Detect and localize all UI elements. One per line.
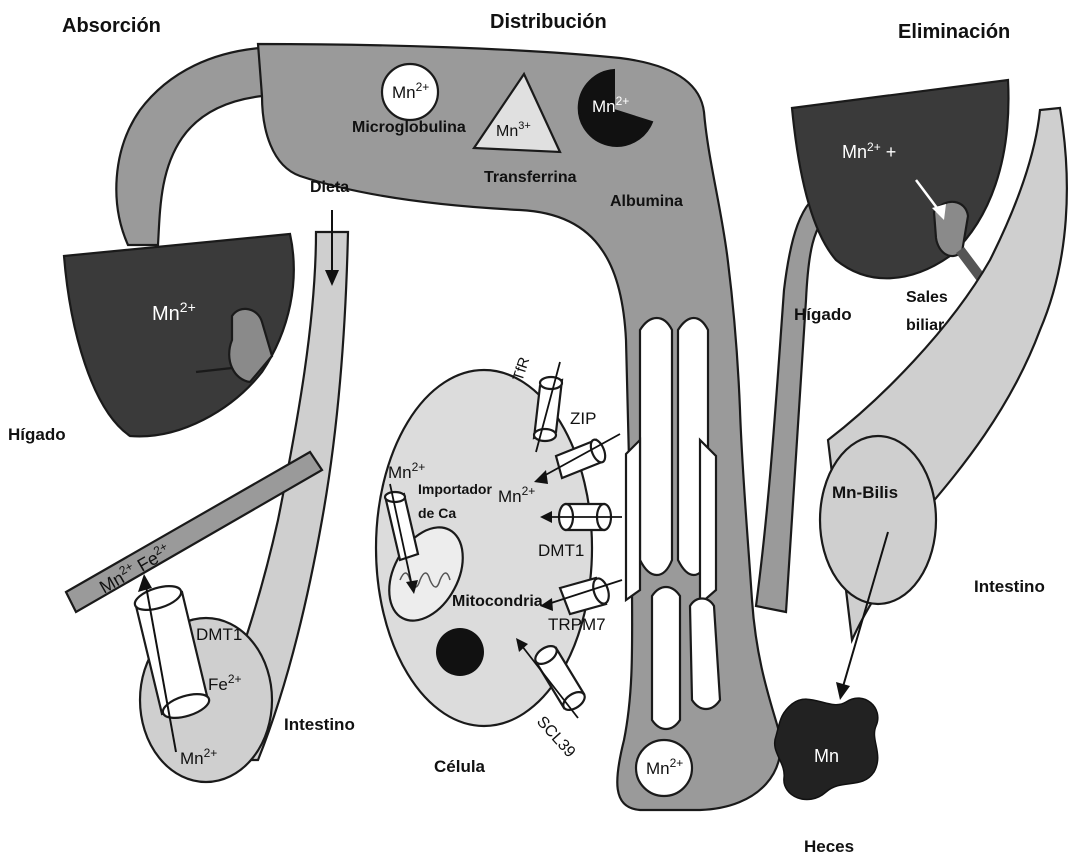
scl39-label: SCL39 xyxy=(533,713,578,761)
tfr-label: TfR xyxy=(510,355,534,383)
trpm7-label: TRPM7 xyxy=(548,615,606,634)
section-title-distribucion: Distribución xyxy=(490,11,607,33)
section-title-absorcion: Absorción xyxy=(62,15,161,37)
zip-label: ZIP xyxy=(570,409,596,428)
transferrin-label: Transferrina xyxy=(484,169,577,186)
liver-elimination-label: Hígado xyxy=(794,305,852,324)
blood-vessel-left-arch xyxy=(116,48,262,245)
intestine-elimination-label: Intestino xyxy=(974,577,1045,596)
intestine-elimination-end xyxy=(820,436,936,604)
albumin-label: Albumina xyxy=(610,193,683,210)
capillary-loop-1 xyxy=(640,318,672,575)
feces-arrow-head xyxy=(836,682,850,700)
feces-label: Heces xyxy=(804,837,854,856)
ca-importer-label-2: de Ca xyxy=(418,505,456,521)
mitochondria-label: Mitocondria xyxy=(452,593,543,610)
ca-importer-label-1: Importador xyxy=(418,481,492,497)
cell-label: Célula xyxy=(434,757,486,776)
dmt1-absorption-label: DMT1 xyxy=(196,625,242,644)
feces-ion: Mn xyxy=(814,746,839,766)
diet-label: Dieta xyxy=(310,179,349,196)
bile-salts-label-1: Sales xyxy=(906,289,948,306)
section-title-eliminacion: Eliminación xyxy=(898,21,1010,43)
cell-nucleus xyxy=(436,628,484,676)
liver-absorption-label: Hígado xyxy=(8,425,66,444)
capillary-loop-6 xyxy=(690,599,720,710)
capillary-loop-4 xyxy=(700,440,716,604)
liver-elimination xyxy=(792,80,1008,278)
mn-bilis-label: Mn-Bilis xyxy=(832,483,898,502)
capillary-loop-3 xyxy=(626,440,640,600)
intestine-absorption-label: Intestino xyxy=(284,715,355,734)
capillary-loop-5 xyxy=(652,587,680,729)
dmt1-cell-label: DMT1 xyxy=(538,541,584,560)
microglobulin-label: Microglobulina xyxy=(352,119,466,136)
